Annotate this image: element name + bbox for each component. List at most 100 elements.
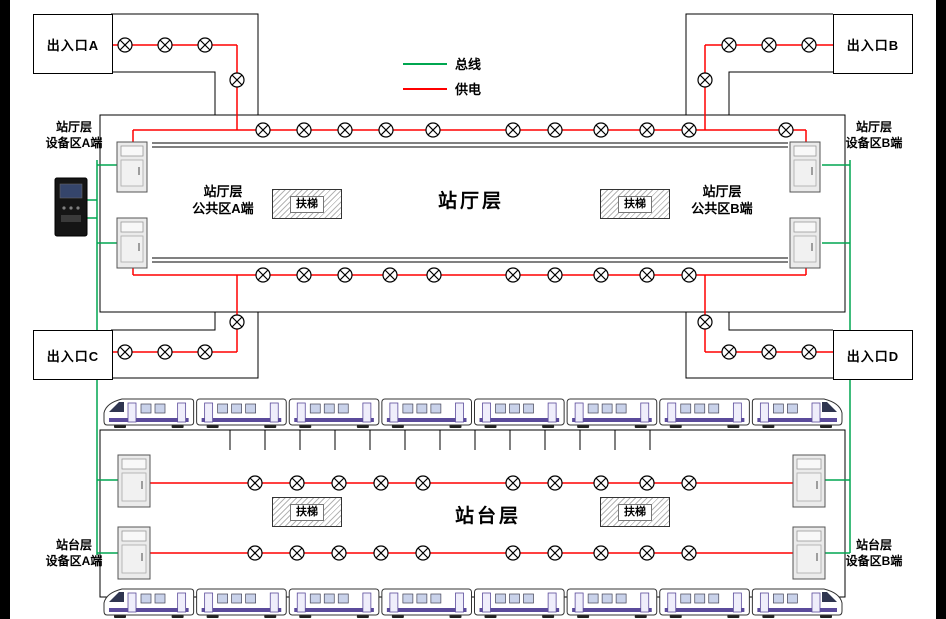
device-symbol-icon [117,37,133,53]
metro-train [103,588,843,618]
structure-line [685,13,833,115]
device-symbol-icon [593,122,609,138]
entrance-b-label: 出入口B [846,37,900,53]
device-symbol-icon [547,122,563,138]
structure-line [111,71,216,115]
device-symbol-icon [247,545,263,561]
equipment-cabinet [117,526,151,580]
entrance-c-box: 出入口C [33,330,113,380]
screen-edge-right [936,0,946,619]
device-symbol-icon [197,37,213,53]
device-symbol-icon [296,267,312,283]
device-symbol-icon [697,72,713,88]
train-car [288,398,380,428]
train-car [566,588,658,618]
device-symbol-icon [331,545,347,561]
structure-line [111,312,259,379]
device-symbol-icon [761,344,777,360]
device-symbol-icon [681,122,697,138]
train-car [751,398,843,428]
platform-title: 站台层 [454,506,521,527]
device-symbol-icon [425,122,441,138]
equipment-cabinet [117,454,151,508]
fire-control-panel [54,177,88,237]
escalator-label: 扶梯 [618,503,652,521]
device-symbol-icon [547,475,563,491]
device-symbol-icon [157,37,173,53]
device-symbol-icon [505,545,521,561]
escalator-label: 扶梯 [290,195,324,213]
structure-line [99,114,846,313]
device-symbol-icon [697,314,713,330]
device-symbol-icon [229,72,245,88]
device-symbol-icon [247,475,263,491]
entrance-a-box: 出入口A [33,14,113,74]
device-symbol-icon [197,344,213,360]
device-symbol-icon [761,37,777,53]
equipment-cabinet [792,526,826,580]
structure-line [99,429,846,598]
entrance-d-label: 出入口D [846,348,900,364]
structure-line [111,13,259,115]
train-car [288,588,380,618]
train-car [566,398,658,428]
train-car [474,398,565,428]
equipment-cabinet [116,217,148,269]
device-symbol-icon [593,475,609,491]
device-symbol-icon [639,267,655,283]
escalator-label: 扶梯 [618,195,652,213]
device-symbol-icon [229,314,245,330]
entrance-a-label: 出入口A [46,37,100,53]
legend-bus: 总线 [403,54,481,73]
device-symbol-icon [721,37,737,53]
train-car [196,398,287,428]
device-symbol-icon [547,267,563,283]
hall-public-b-label: 站厅层 公共区B端 [691,184,753,216]
device-symbol-icon [721,344,737,360]
entrance-d-box: 出入口D [833,330,913,380]
device-symbol-icon [157,344,173,360]
device-symbol-icon [639,545,655,561]
hall-title: 站厅层 [437,191,504,212]
device-symbol-icon [505,122,521,138]
device-symbol-icon [547,545,563,561]
device-symbol-icon [505,475,521,491]
device-symbol-icon [255,267,271,283]
device-symbol-icon [415,475,431,491]
device-symbol-icon [593,267,609,283]
device-symbol-icon [801,344,817,360]
device-symbol-icon [415,545,431,561]
legend-power: 供电 [403,79,481,98]
train-car [381,588,472,618]
device-symbol-icon [639,122,655,138]
train-car [381,398,472,428]
device-symbol-icon [337,122,353,138]
platform-equipment-b-label: 站台层 设备区B端 [845,538,903,568]
train-car [103,588,195,618]
metro-train [103,398,843,428]
device-symbol-icon [593,545,609,561]
hall-public-a-label: 站厅层 公共区A端 [192,184,254,216]
train-car [196,588,287,618]
equipment-cabinet [792,454,826,508]
legend-bus-label: 总线 [455,57,482,72]
device-symbol-icon [117,344,133,360]
device-symbol-icon [505,267,521,283]
device-symbol-icon [639,475,655,491]
platform-equipment-a-label: 站台层 设备区A端 [45,538,103,568]
train-car [751,588,843,618]
device-symbol-icon [801,37,817,53]
device-symbol-icon [681,267,697,283]
structure-line [111,312,216,331]
hall-equipment-b-label: 站厅层 设备区B端 [845,120,903,150]
device-symbol-icon [373,545,389,561]
train-car [103,398,195,428]
device-symbol-icon [382,267,398,283]
screen-edge-left [0,0,10,619]
device-symbol-icon [255,122,271,138]
equipment-cabinet [789,217,821,269]
escalator-platform-b: 扶梯 [600,497,670,527]
structure-line [685,312,833,379]
